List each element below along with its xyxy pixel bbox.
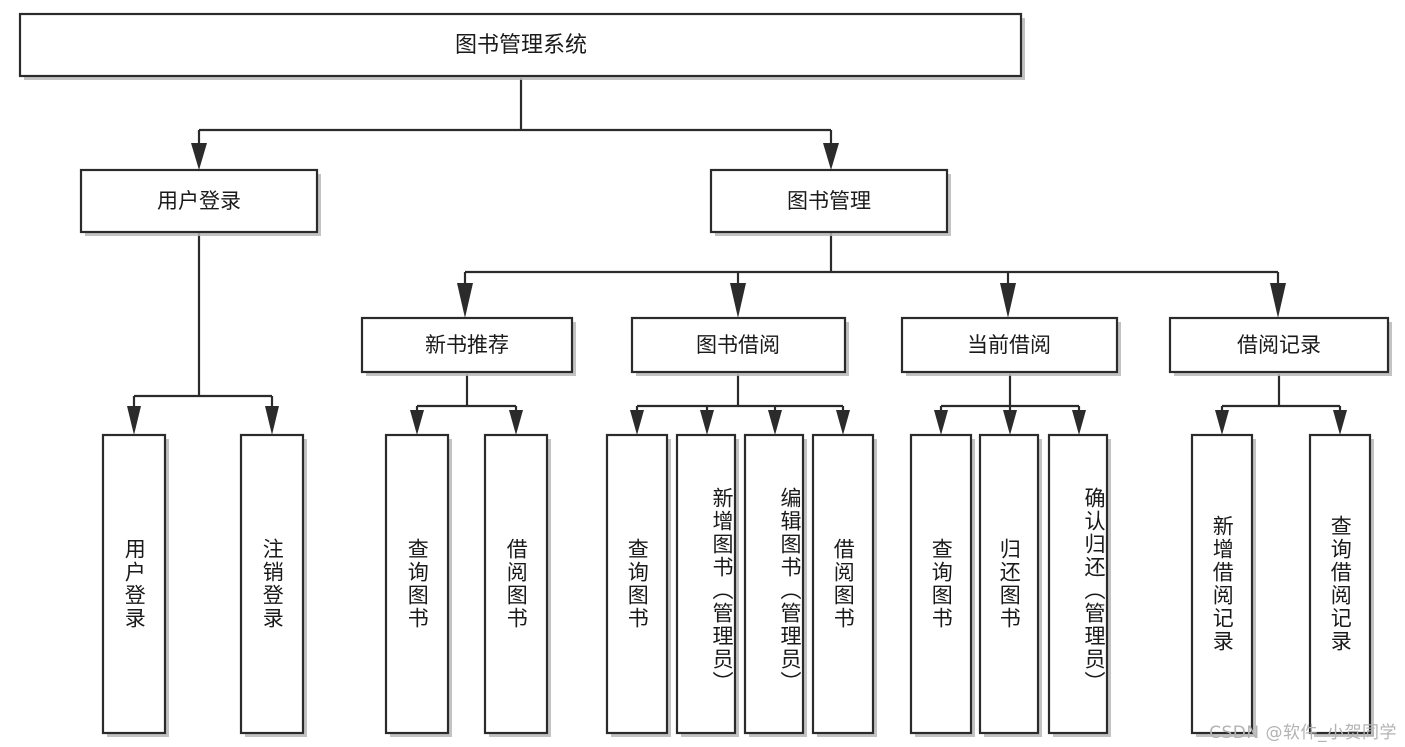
node-rect <box>79 168 319 234</box>
node-leaf-edit-book[interactable] <box>743 433 807 737</box>
node-leaf-user-login[interactable] <box>101 433 169 737</box>
node-book-borrow[interactable]: 图书借阅 <box>630 316 849 376</box>
arrowhead-book-management <box>823 143 839 170</box>
arrowhead-new-book-recommend <box>457 283 473 318</box>
arrowhead-borrow-record <box>1270 283 1286 318</box>
node-rect <box>743 433 805 735</box>
node-rect <box>709 168 949 234</box>
arrowhead-leaf-query-record <box>1333 410 1347 435</box>
arrowhead-user-login <box>191 143 207 170</box>
arrowhead-leaf-query-book-1 <box>410 410 424 435</box>
arrowhead-leaf-confirm-return <box>1072 410 1086 435</box>
node-rect <box>1190 433 1254 735</box>
node-leaf-confirm-return[interactable] <box>1047 433 1111 737</box>
node-system-title[interactable]: 图书管理系统 <box>18 12 1025 80</box>
node-rect <box>900 316 1119 374</box>
node-leaf-borrow-book-1[interactable] <box>483 433 551 737</box>
arrowhead-leaf-user-login <box>127 406 141 435</box>
node-rect <box>239 433 305 735</box>
node-rect <box>101 433 167 735</box>
arrowhead-book-borrow <box>730 283 746 318</box>
node-rect <box>18 12 1023 78</box>
node-label: 借阅记录 <box>1237 333 1321 357</box>
node-leaf-return-book[interactable] <box>978 433 1042 737</box>
node-rect <box>1308 433 1372 735</box>
node-leaf-query-record[interactable] <box>1308 433 1374 737</box>
node-label: 图书借阅 <box>696 333 780 357</box>
arrowhead-leaf-add-book <box>700 410 714 435</box>
arrowhead-leaf-query-book-3 <box>934 410 948 435</box>
node-leaf-query-book-2[interactable] <box>605 433 671 737</box>
node-book-management[interactable]: 图书管理 <box>709 168 951 236</box>
node-label: 新书推荐 <box>425 333 509 357</box>
node-leaf-query-book-3[interactable] <box>909 433 975 737</box>
node-label: 用户登录 <box>157 189 241 213</box>
node-leaf-borrow-book-2[interactable] <box>811 433 877 737</box>
node-rect <box>630 316 847 374</box>
node-current-borrow[interactable]: 当前借阅 <box>900 316 1121 376</box>
node-new-book-recommend[interactable]: 新书推荐 <box>360 316 576 376</box>
node-rect <box>1047 433 1109 735</box>
arrowhead-leaf-borrow-book-2 <box>836 410 850 435</box>
node-label: 图书管理系统 <box>455 33 587 58</box>
node-rect <box>1168 316 1390 374</box>
node-label: 当前借阅 <box>967 333 1051 357</box>
arrowhead-leaf-query-book-2 <box>630 410 644 435</box>
node-rect <box>909 433 973 735</box>
arrowhead-leaf-add-record <box>1215 410 1229 435</box>
node-rect <box>483 433 549 735</box>
node-leaf-add-record[interactable] <box>1190 433 1256 737</box>
node-rect <box>811 433 875 735</box>
connector-layer <box>127 78 1347 435</box>
node-leaf-query-book-1[interactable] <box>384 433 452 737</box>
node-user-login[interactable]: 用户登录 <box>79 168 321 236</box>
node-rect <box>384 433 450 735</box>
arrowhead-leaf-borrow-book-1 <box>509 410 523 435</box>
node-rect <box>675 433 737 735</box>
arrowhead-current-borrow <box>1000 283 1016 318</box>
arrowhead-leaf-user-logout <box>265 406 279 435</box>
arrowhead-leaf-edit-book <box>768 410 782 435</box>
node-borrow-record[interactable]: 借阅记录 <box>1168 316 1392 376</box>
node-leaf-add-book[interactable] <box>675 433 739 737</box>
csdn-watermark: CSDN @软件_小贺同学 <box>1209 723 1397 743</box>
node-leaf-user-logout[interactable] <box>239 433 307 737</box>
node-label: 图书管理 <box>787 189 871 213</box>
node-rect <box>605 433 669 735</box>
arrowhead-leaf-return-book <box>1003 410 1017 435</box>
node-layer: 图书管理系统 用户登录 图书管理 新书推荐 <box>18 12 1392 737</box>
node-rect <box>978 433 1040 735</box>
node-rect <box>360 316 574 374</box>
